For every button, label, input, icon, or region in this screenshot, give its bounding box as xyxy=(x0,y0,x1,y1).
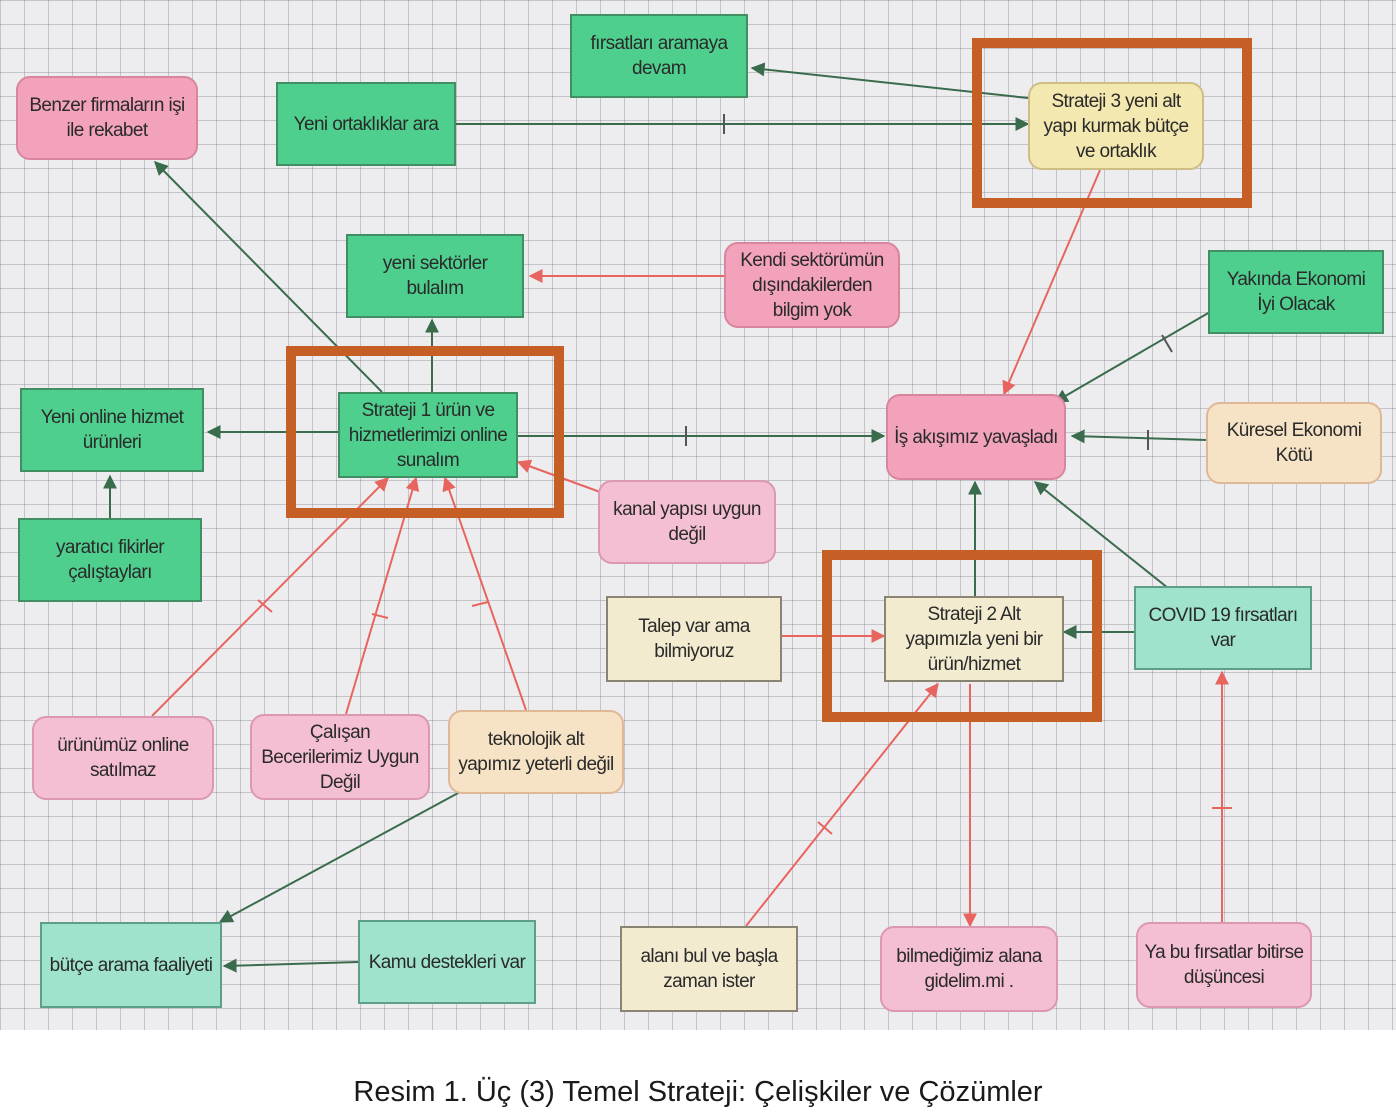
node-yeni-ortakliklar-ara[interactable]: Yeni ortaklıklar ara xyxy=(276,82,456,166)
node-butce-arama[interactable]: bütçe arama faaliyeti xyxy=(40,922,222,1008)
edge-delay-mark xyxy=(1161,334,1173,353)
node-kanal-yapisi[interactable]: kanal yapısı uygun değil xyxy=(598,480,776,564)
diagram-canvas: fırsatları aramaya devam Benzer firmalar… xyxy=(0,0,1396,1030)
node-strateji-2[interactable]: Strateji 2 Alt yapımızla yeni bir ürün/h… xyxy=(884,596,1064,682)
diagram-edges xyxy=(103,62,1232,973)
node-yakinda-ekonomi[interactable]: Yakında Ekonomi İyi Olacak xyxy=(1208,250,1384,334)
node-calisan-becerilerimiz[interactable]: Çalışan Becerilerimiz Uygun Değil xyxy=(250,714,430,800)
node-yaratici-fikirler[interactable]: yaratıcı fikirler çalıştayları xyxy=(18,518,202,602)
node-yeni-sektorler-bulalim[interactable]: yeni sektörler bulalım xyxy=(346,234,524,318)
node-covid-19[interactable]: COVID 19 fırsatları var xyxy=(1134,586,1312,670)
highlight-box-strateji-2 xyxy=(822,550,1102,722)
highlight-box-strateji-1 xyxy=(286,346,564,518)
edge-kuresel-to-is-akisimiz xyxy=(1070,429,1207,444)
edge-delay-mark xyxy=(257,599,273,613)
node-teknolojik-alt-yapimiz[interactable]: teknolojik alt yapımız yeterli değil xyxy=(448,710,624,794)
node-kuresel-ekonomi[interactable]: Küresel Ekonomi Kötü xyxy=(1206,402,1382,484)
node-benzer-firmalarin[interactable]: Benzer firmaların işi ile rekabet xyxy=(16,76,198,160)
edge-strateji3-to-firsatlari xyxy=(750,62,1029,99)
edge-alani-bul-to-strateji2 xyxy=(745,682,939,927)
node-urunumuz-online[interactable]: ürünümüz online satılmaz xyxy=(32,716,214,800)
node-strateji-1[interactable]: Strateji 1 ürün ve hizmetlerimizi online… xyxy=(338,392,518,478)
edge-kamu-to-butce-arama xyxy=(222,958,359,973)
node-ya-bu-firsatlar[interactable]: Ya bu fırsatlar bitirse düşüncesi xyxy=(1136,922,1312,1008)
edge-delay-mark xyxy=(817,821,833,835)
highlight-box-strateji-3 xyxy=(972,38,1252,208)
figure-caption: Resim 1. Üç (3) Temel Strateji: Çelişkil… xyxy=(353,1076,1043,1108)
node-is-akisimiz[interactable]: İş akışımız yavaşladı xyxy=(886,394,1066,480)
edge-yakinda-to-is-akisimiz xyxy=(1053,311,1211,403)
edge-teknolojik-to-butce-arama xyxy=(218,791,461,923)
edge-covid-to-is-akisimiz xyxy=(1033,481,1169,589)
edge-delay-mark xyxy=(371,613,389,619)
node-talep-var-ama[interactable]: Talep var ama bilmiyoruz xyxy=(606,596,782,682)
node-kamu-destekleri[interactable]: Kamu destekleri var xyxy=(358,920,536,1004)
node-kendi-sektorumun[interactable]: Kendi sektörümün dışındakilerden bilgim … xyxy=(724,242,900,328)
node-strateji-3[interactable]: Strateji 3 yeni alt yapı kurmak bütçe ve… xyxy=(1028,82,1204,170)
node-firsatlari-aramaya-devam[interactable]: fırsatları aramaya devam xyxy=(570,14,748,98)
node-bilmedigimiz-alana[interactable]: bilmediğimiz alana gidelim.mi . xyxy=(880,926,1058,1012)
edge-delay-mark xyxy=(471,601,489,607)
node-alani-bul[interactable]: alanı bul ve başla zaman ister xyxy=(620,926,798,1012)
node-yeni-online-hizmet[interactable]: Yeni online hizmet ürünleri xyxy=(20,388,204,472)
